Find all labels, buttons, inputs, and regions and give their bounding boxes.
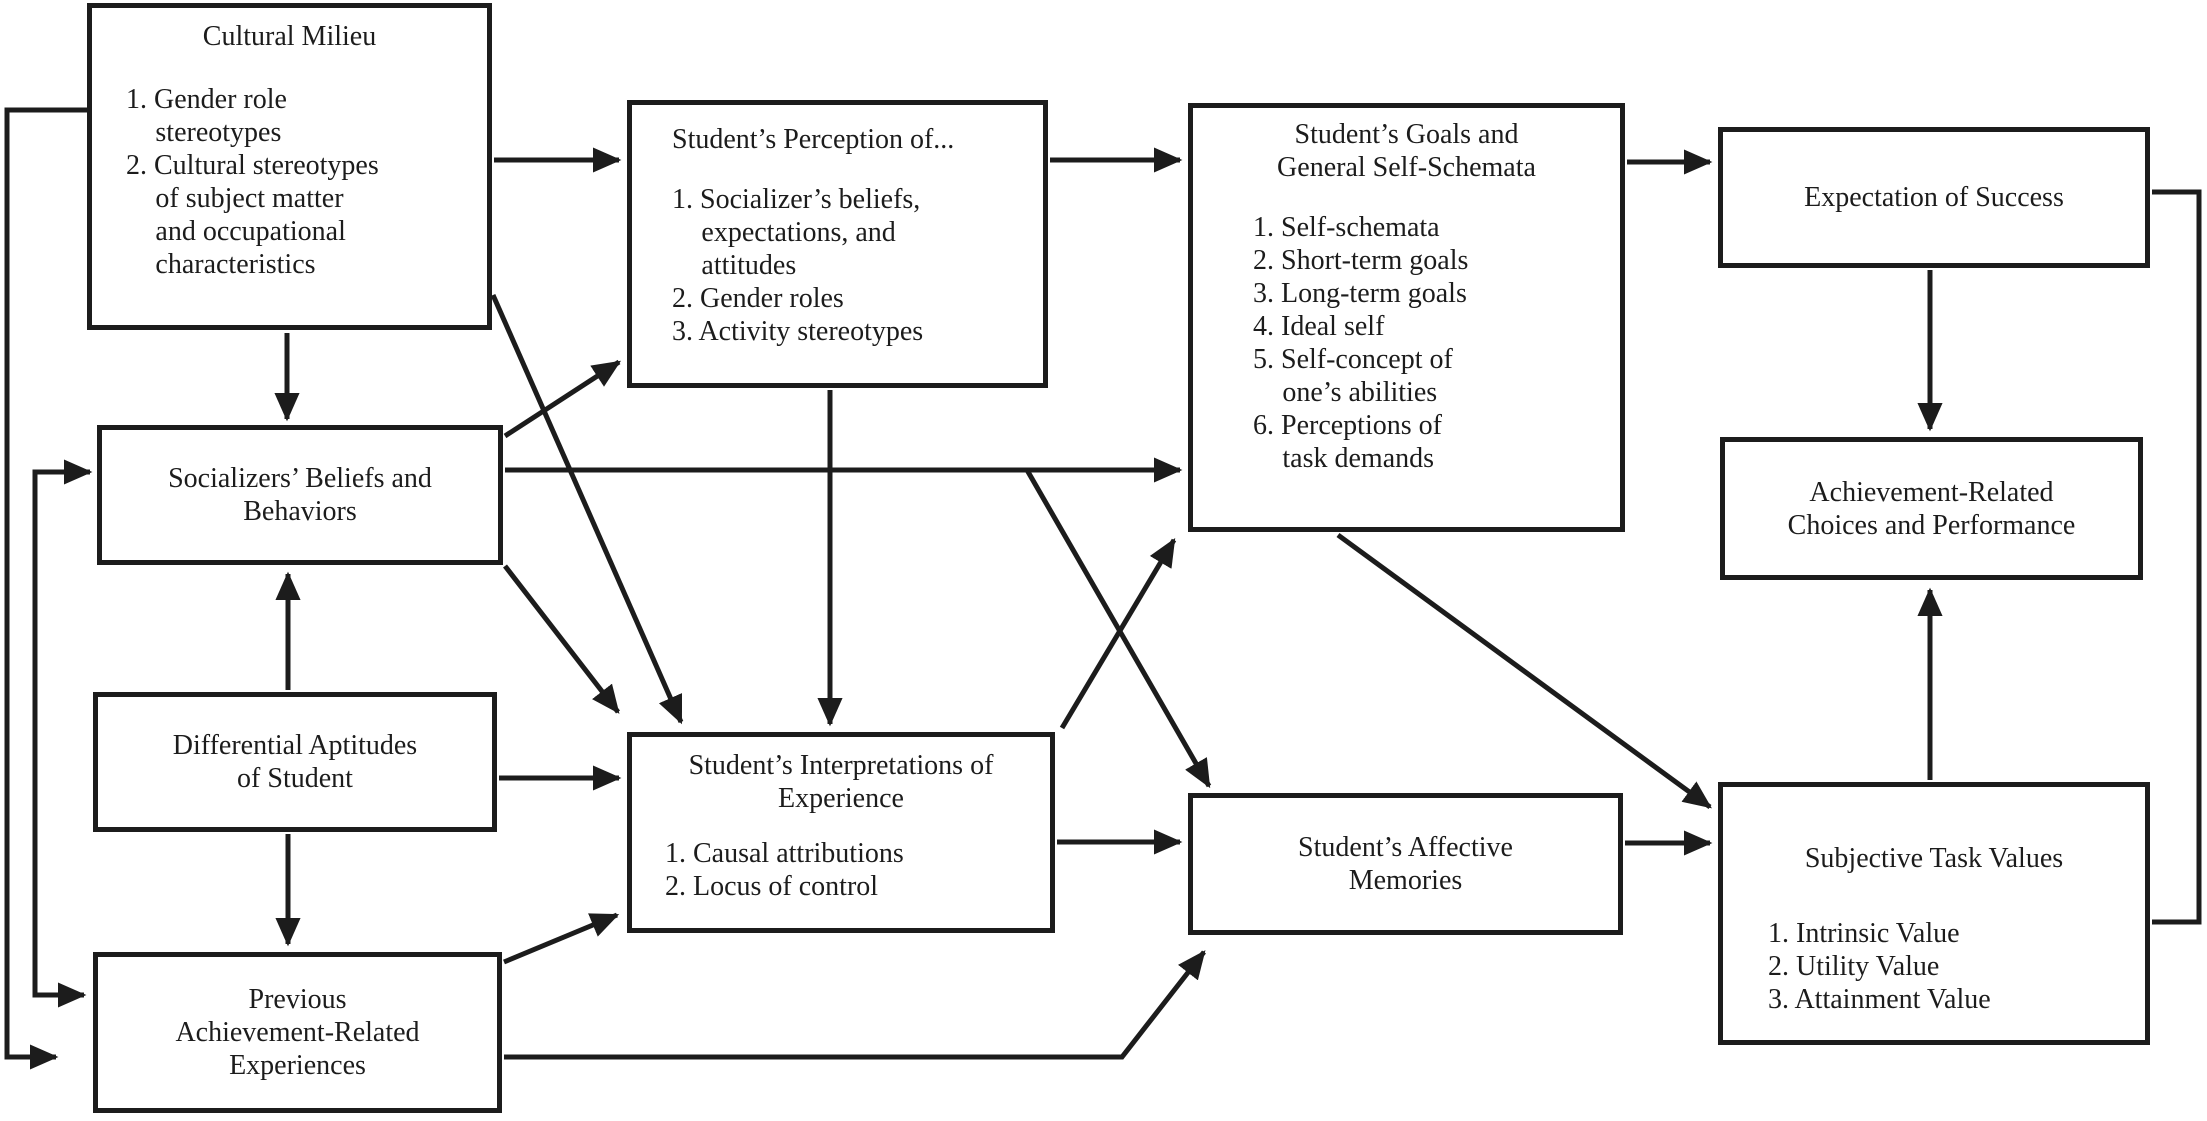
box-title: Student’s Perception of... <box>672 124 955 155</box>
box-list: 1. Self-schemata 2. Short-term goals 3. … <box>1203 211 1610 475</box>
arrow-previous-experiences-to-students-affective-memories <box>504 950 1206 1060</box>
box-cultural-milieu: Cultural Milieu 1. Gender role stereotyp… <box>87 3 492 330</box>
list-item: 1. Socializer’s beliefs, expectations, a… <box>672 184 921 281</box>
box-list: 1. Intrinsic Value 2. Utility Value 3. A… <box>1733 917 2135 1016</box>
list-item: 1. Intrinsic Value <box>1768 918 1960 949</box>
box-list: 1. Socializer’s beliefs, expectations, a… <box>672 183 1033 348</box>
box-title: Previous Achievement-Related Experiences <box>175 984 420 1081</box>
list-item: 2. Gender roles <box>672 283 844 314</box>
box-title: Socializers’ Beliefs and Behaviors <box>168 463 432 527</box>
box-list: 1. Causal attributions 2. Locus of contr… <box>640 837 1042 903</box>
list-item: 1. Self-schemata <box>1253 212 1440 243</box>
box-title: Differential Aptitudes of Student <box>172 730 418 794</box>
box-achievement-choices: Achievement-Related Choices and Performa… <box>1720 437 2143 580</box>
arrow-socializers-beliefs-to-students-interpretations <box>503 564 620 714</box>
box-students-goals: Student’s Goals and General Self-Schemat… <box>1188 103 1625 532</box>
list-item: 6. Perceptions of task demands <box>1253 410 1442 474</box>
list-item: 2. Utility Value <box>1768 951 1940 982</box>
list-item: 3. Activity stereotypes <box>672 316 924 347</box>
box-title: Cultural Milieu <box>202 21 377 52</box>
box-title: Achievement-Related Choices and Performa… <box>1787 476 2076 541</box>
arrow-cultural-milieu-to-previous-experiences <box>4 107 90 1070</box>
list-item: 3. Attainment Value <box>1768 984 1991 1015</box>
box-previous-experiences: Previous Achievement-Related Experiences <box>93 952 502 1113</box>
box-subjective-task-values: Subjective Task Values 1. Intrinsic Valu… <box>1718 782 2150 1045</box>
list-item: 3. Long-term goals <box>1253 278 1467 309</box>
arrow-students-goals-to-subjective-task-values <box>1336 532 1712 810</box>
box-title: Expectation of Success <box>1804 182 2064 213</box>
list-item: 4. Ideal self <box>1253 311 1385 342</box>
arrow-socializers-beliefs-to-students-affective-memories <box>1024 468 1212 789</box>
arrow-students-interpretations-to-students-goals <box>1059 537 1177 730</box>
list-item: 2. Short-term goals <box>1253 245 1469 276</box>
box-title: Student’s Interpretations of Experience <box>688 750 994 814</box>
arrow-socializers-beliefs-to-students-perception <box>503 359 622 439</box>
box-differential-aptitudes: Differential Aptitudes of Student <box>93 692 497 832</box>
box-title: Student’s Goals and General Self-Schemat… <box>1277 119 1536 183</box>
arrow-previous-experiences-to-students-interpretations <box>503 912 620 965</box>
list-item: 1. Causal attributions <box>665 838 904 869</box>
list-item: 1. Gender role stereotypes <box>126 84 287 148</box>
box-students-interpretations: Student’s Interpretations of Experience … <box>627 732 1055 933</box>
arrow-cultural-milieu-to-students-interpretations <box>490 293 684 725</box>
box-list: 1. Gender role stereotypes 2. Cultural s… <box>106 83 473 281</box>
box-socializers-beliefs: Socializers’ Beliefs and Behaviors <box>97 425 503 565</box>
list-item: 5. Self-concept of one’s abilities <box>1253 344 1453 408</box>
list-item: 2. Cultural stereotypes of subject matte… <box>126 150 379 280</box>
box-title: Student’s Affective Memories <box>1298 832 1513 896</box>
box-students-affective-memories: Student’s Affective Memories <box>1188 793 1623 935</box>
list-item: 2. Locus of control <box>665 871 879 902</box>
link-expectation-of-success-subjective-task-values <box>2152 189 2202 925</box>
double-arrow-socializers-beliefs-previous-experiences <box>32 459 93 1008</box>
box-expectation-of-success: Expectation of Success <box>1718 127 2150 268</box>
box-title: Subjective Task Values <box>1804 843 2064 874</box>
box-students-perception: Student’s Perception of... 1. Socializer… <box>627 100 1048 388</box>
